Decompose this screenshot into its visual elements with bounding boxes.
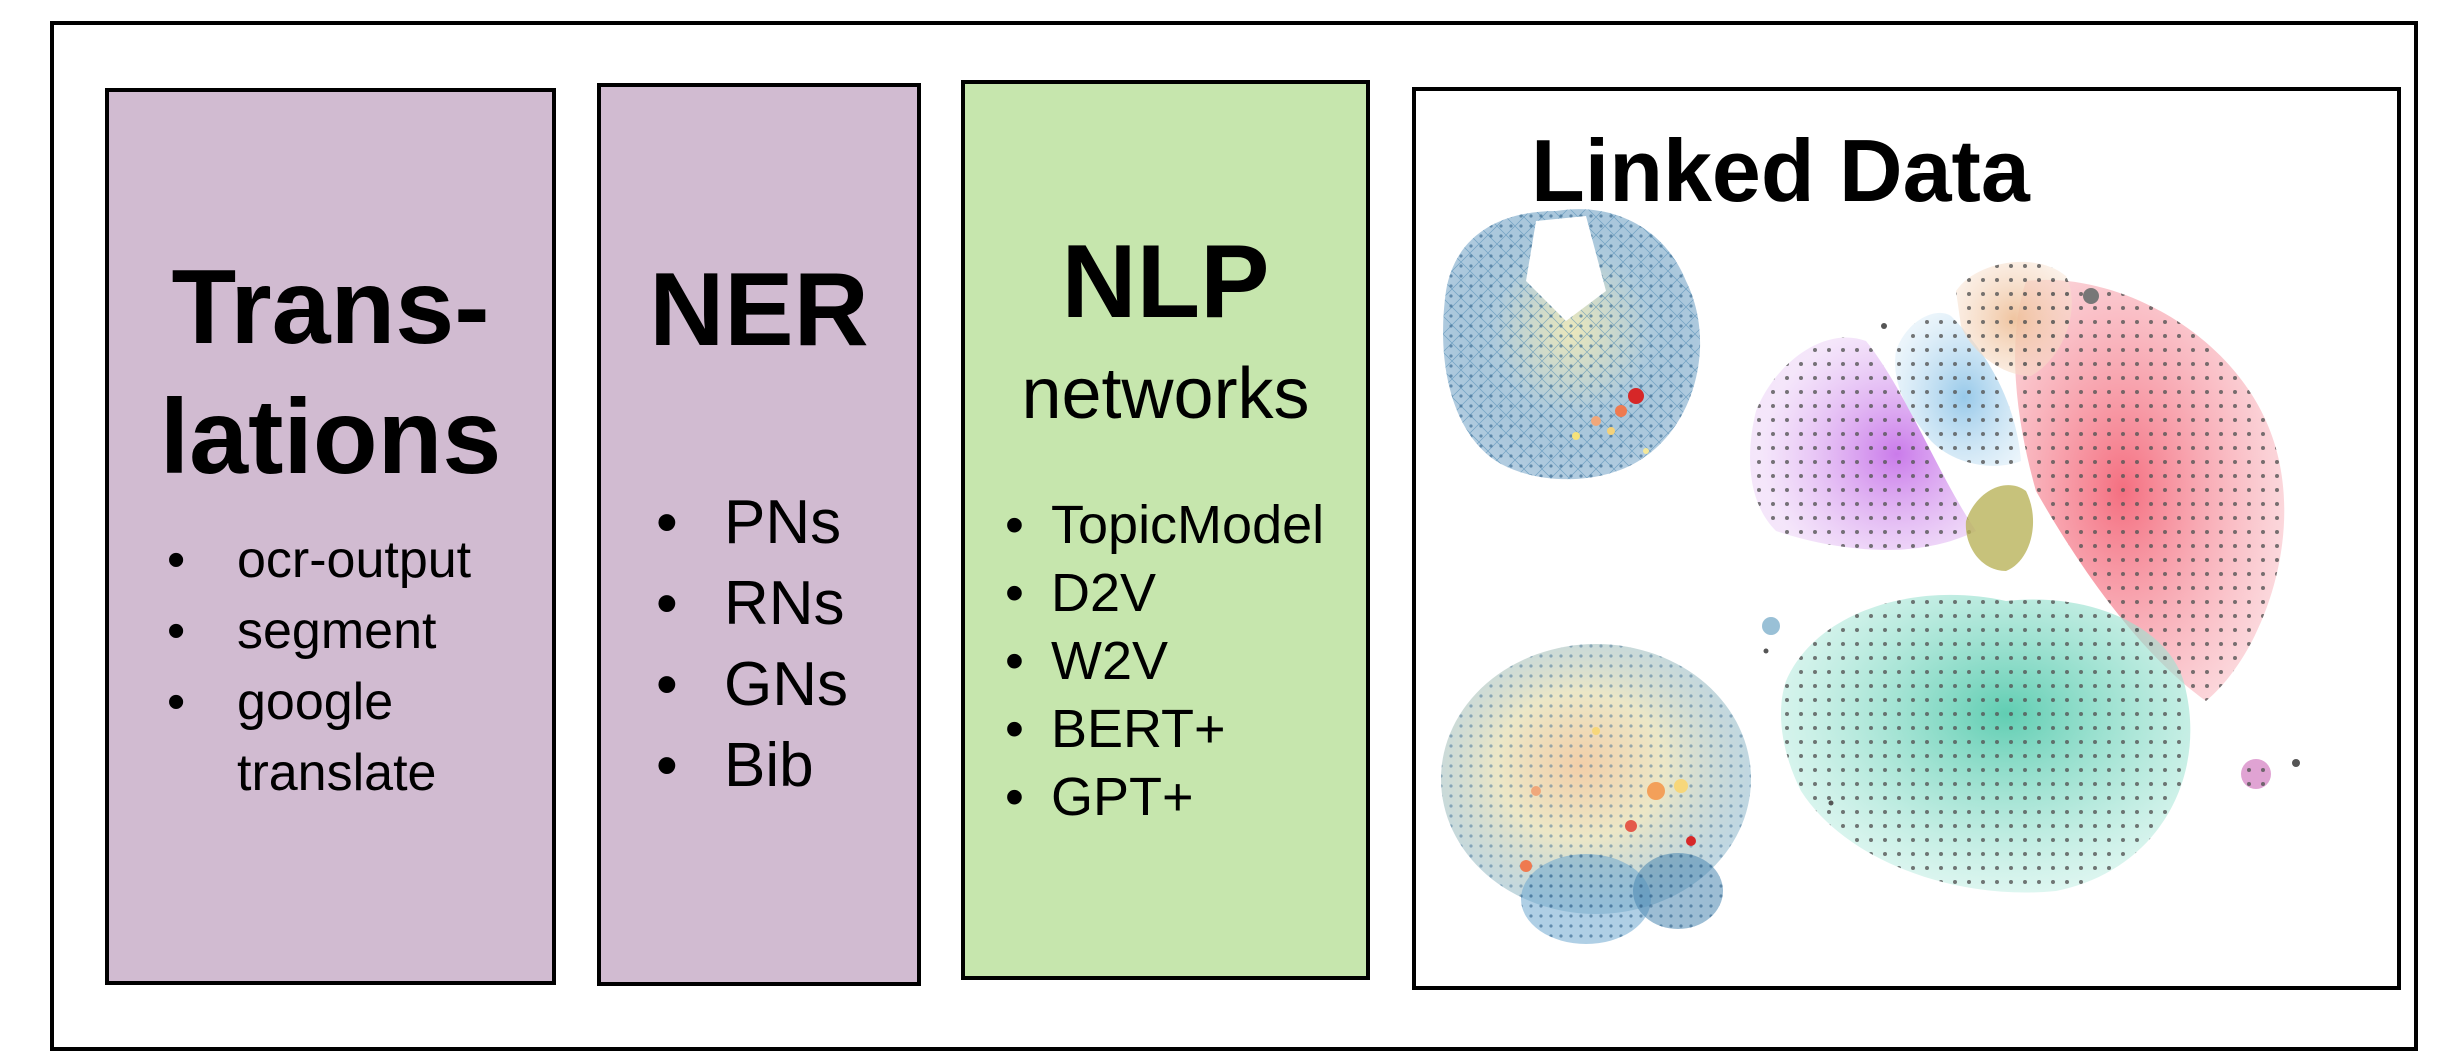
list-item-continuation: translate (237, 744, 437, 802)
network-graph-small-top (1443, 209, 1701, 480)
nlp-box: NLP networks TopicModel D2V W2V BERT+ GP… (961, 80, 1370, 980)
list-item: Bib (656, 725, 848, 806)
linked-data-box: Linked Data (1412, 87, 2401, 990)
ner-box: NER PNs RNs GNs Bib (597, 83, 921, 986)
list-item: google (167, 667, 471, 738)
list-item: RNs (656, 563, 848, 644)
network-graph-small-bottom (1441, 644, 1751, 944)
nlp-subtitle: networks (1021, 354, 1310, 434)
list-item: BERT+ (1005, 695, 1324, 763)
ner-list: PNs RNs GNs Bib (656, 482, 848, 806)
ner-title: NER (649, 252, 869, 368)
network-graph-large-clustered (1750, 261, 2300, 893)
linked-data-title: Linked Data (1531, 121, 2030, 220)
list-item: D2V (1005, 559, 1324, 627)
nlp-list: TopicModel D2V W2V BERT+ GPT+ (1005, 491, 1324, 831)
list-item: W2V (1005, 627, 1324, 695)
translations-title-line2: lations (159, 378, 502, 496)
list-item: TopicModel (1005, 491, 1324, 559)
nlp-title: NLP (1061, 224, 1270, 340)
list-item: PNs (656, 482, 848, 563)
list-item: GNs (656, 644, 848, 725)
translations-box: Trans- lations ocr-output segment google… (105, 88, 556, 985)
list-item: ocr-output (167, 525, 471, 596)
list-item: segment (167, 596, 471, 667)
translations-list: ocr-output segment google translate (167, 525, 471, 809)
translations-title-line1: Trans- (171, 248, 490, 366)
list-item: GPT+ (1005, 763, 1324, 831)
network-graphs (1441, 209, 2300, 944)
